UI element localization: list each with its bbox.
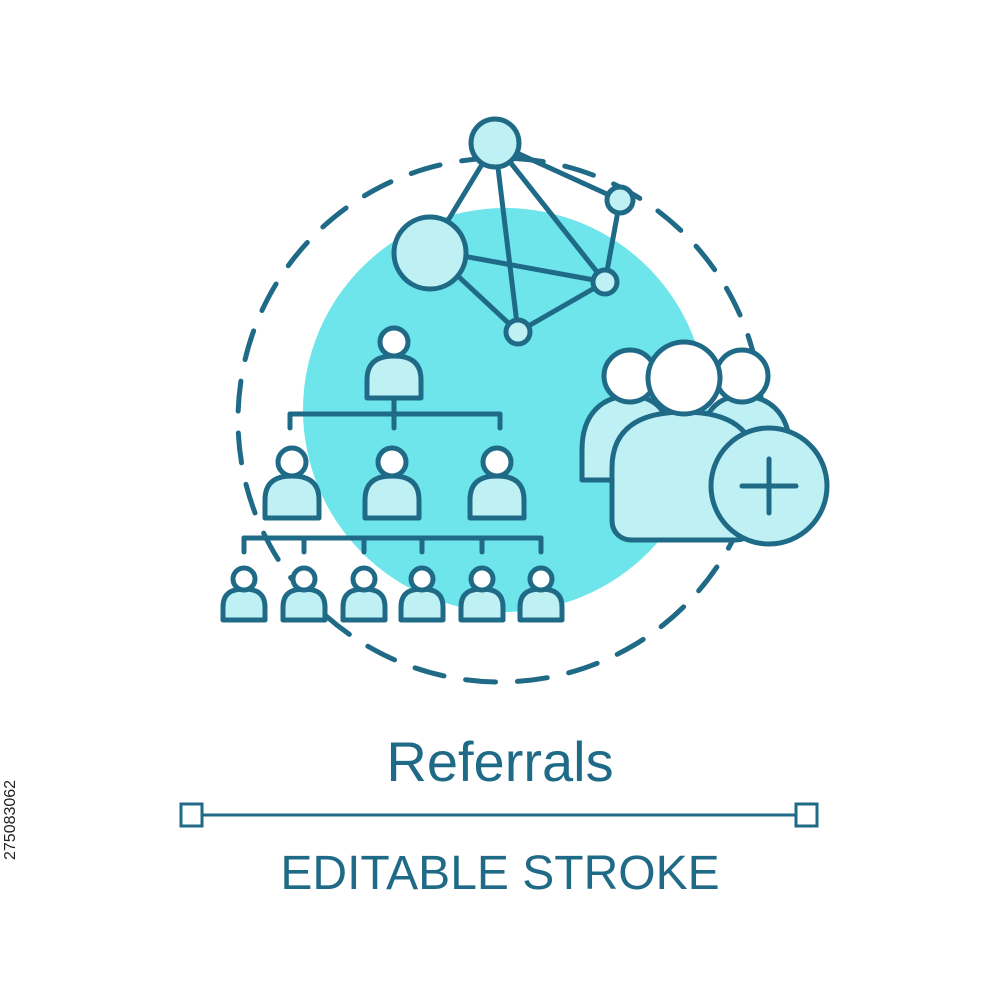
editable-stroke-handles (179, 802, 819, 828)
plus-icon (708, 425, 830, 547)
left-handle (179, 802, 204, 828)
user-group-icon (579, 339, 830, 547)
stock-id-label: 275083062 (2, 779, 19, 860)
right-handle (794, 802, 819, 828)
page-title: Referrals (386, 730, 614, 793)
team-hierarchy-icon (223, 328, 562, 620)
person-icon (223, 568, 265, 620)
subtitle-label: EDITABLE STROKE (280, 847, 720, 900)
person-icon (343, 568, 385, 620)
network-nodes-icon (391, 116, 636, 347)
